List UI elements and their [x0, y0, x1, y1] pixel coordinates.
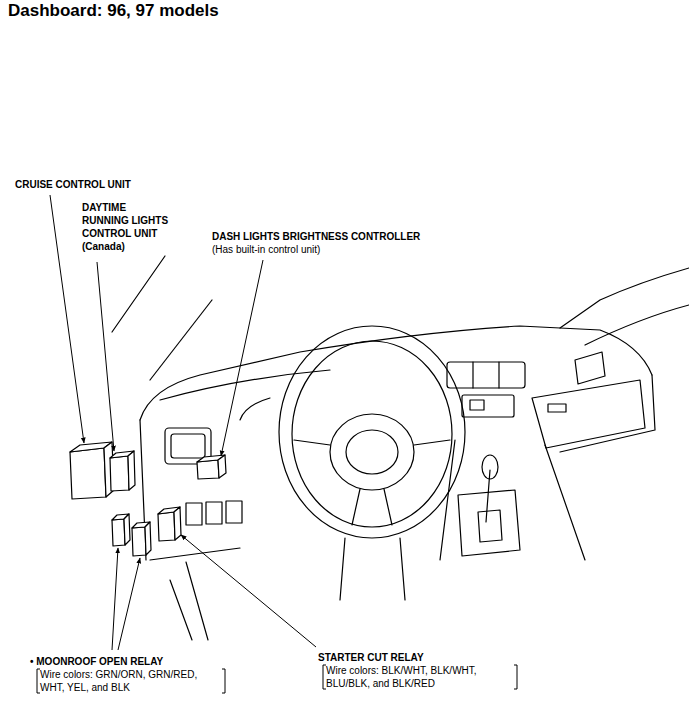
- bracket: [514, 665, 517, 689]
- glovebox: [532, 380, 645, 448]
- console: [440, 440, 585, 560]
- dash-top: [140, 326, 652, 420]
- shift-slot: [478, 510, 502, 542]
- dash-edge: [150, 548, 240, 560]
- spoke: [294, 440, 330, 445]
- air-vent: [171, 434, 205, 458]
- steering-wheel: [279, 326, 465, 538]
- steering-hub: [346, 430, 398, 474]
- steering-column: [340, 538, 405, 600]
- air-vent: [575, 352, 605, 384]
- center-vent: [473, 362, 499, 388]
- part-label: Wire colors: GRN/ORN, GRN/RED, WHT, YEL,…: [36, 668, 226, 694]
- leader-line: [112, 548, 118, 650]
- starter-cut-relay: [158, 507, 181, 541]
- shift-knob: [482, 455, 498, 479]
- part-label: DAYTIME RUNNING LIGHTS CONTROL UNIT: [82, 201, 174, 240]
- leader-line: [97, 262, 114, 451]
- spoke: [352, 489, 360, 525]
- page-title: Dashboard: 96, 97 models: [8, 1, 219, 21]
- spoke: [414, 440, 450, 445]
- leader-line: [181, 535, 316, 647]
- radio: [462, 395, 514, 417]
- roof-line: [585, 305, 689, 345]
- spoke: [384, 489, 392, 525]
- center-vent: [447, 362, 525, 388]
- radio: [470, 400, 484, 410]
- part-label: DASH LIGHTS BRIGHTNESS CONTROLLER: [212, 230, 420, 243]
- trim-line: [170, 562, 208, 640]
- bracket: [222, 669, 225, 693]
- bracket: [323, 665, 326, 689]
- part-label: (Has built-in control unit): [212, 243, 320, 256]
- cluster-hood: [240, 398, 270, 420]
- switch: [226, 501, 242, 523]
- glovebox-handle: [548, 404, 566, 412]
- part-label: (Canada): [82, 240, 125, 253]
- moonroof-close-relay: [132, 522, 151, 556]
- switch: [186, 503, 202, 525]
- moonroof-open-relay: [112, 514, 130, 546]
- brightness-controller: [197, 455, 226, 479]
- a-pillar: [112, 256, 165, 332]
- leader-line: [118, 558, 140, 650]
- bracket: [37, 669, 40, 693]
- steering-hub: [330, 414, 414, 490]
- part-label: CRUISE CONTROL UNIT: [15, 178, 131, 191]
- part-label: • MOONROOF OPEN RELAY: [30, 655, 163, 668]
- steering-wheel: [292, 341, 452, 527]
- switch: [206, 502, 222, 524]
- a-pillar: [150, 300, 212, 380]
- leader-line: [50, 195, 84, 443]
- roof-line: [560, 268, 689, 328]
- drl-control-unit: [110, 451, 135, 491]
- shift-gate: [458, 490, 520, 556]
- part-label: STARTER CUT RELAY: [318, 651, 424, 664]
- leader-line: [221, 260, 263, 456]
- part-label: Wire colors: BLK/WHT, BLK/WHT, BLU/BLK, …: [322, 664, 518, 690]
- cruise-control-unit: [70, 442, 114, 499]
